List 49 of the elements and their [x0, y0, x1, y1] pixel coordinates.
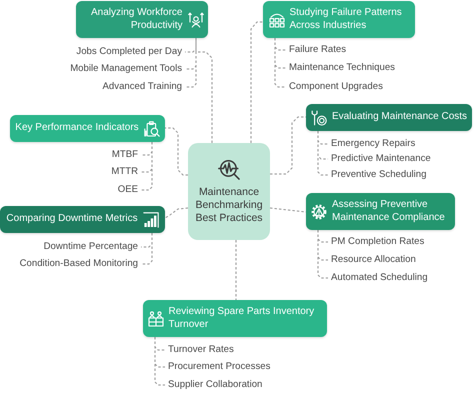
dashed-connector — [154, 336, 166, 386]
list-item-text: Failure Rates — [289, 44, 346, 56]
center-title: Maintenance Benchmarking Best Practices — [194, 186, 264, 225]
list-item-text: MTTR — [111, 166, 138, 178]
dashed-connector — [184, 38, 196, 88]
topic-title: Analyzing Workforce Productivity — [90, 7, 182, 32]
list-item-text: Predictive Maintenance — [331, 153, 431, 165]
dashed-connector — [318, 230, 328, 278]
topic-box — [10, 115, 165, 142]
list-item-text: Advanced Training — [102, 81, 182, 93]
dashed-connector — [270, 208, 306, 212]
topic-title: Comparing Downtime Metrics — [6, 213, 138, 226]
topic-title: Assessing Preventive Maintenance Compliance — [332, 199, 446, 224]
list-item-text: Procurement Processes — [168, 361, 270, 373]
list-item-text: Turnover Rates — [168, 344, 234, 356]
dashed-connector — [274, 38, 286, 88]
list-item-text: Maintenance Techniques — [289, 62, 395, 74]
list-item-text: OEE — [118, 184, 138, 196]
dashed-connector — [140, 232, 152, 264]
list-item-text: Component Upgrades — [289, 81, 383, 93]
dashed-connector — [164, 208, 188, 218]
dashed-connector — [164, 128, 188, 176]
dashed-connector — [270, 116, 306, 174]
list-item-text: Jobs Completed per Day — [76, 46, 182, 58]
topic-title: Evaluating Maintenance Costs — [332, 111, 468, 124]
topic-title: Key Performance Indicators — [15, 122, 139, 135]
list-item-text: Automated Scheduling — [331, 272, 428, 284]
list-item-text: Preventive Scheduling — [331, 169, 426, 181]
topic-title: Reviewing Spare Parts Inventory Turnover — [168, 306, 316, 331]
list-item-text: Downtime Percentage — [44, 241, 138, 253]
list-item-text: PM Completion Rates — [331, 236, 424, 248]
list-item-text: Condition-Based Monitoring — [20, 258, 138, 270]
topic-box — [76, 1, 208, 38]
list-item-text: Resource Allocation — [331, 254, 416, 266]
topic-box — [306, 193, 455, 230]
topic-box — [0, 206, 165, 233]
list-item-text: Mobile Management Tools — [70, 63, 182, 75]
topic-box — [143, 300, 327, 337]
topic-box — [306, 104, 472, 131]
topic-box — [263, 1, 415, 38]
list-item-text: Supplier Collaboration — [168, 379, 262, 391]
dashed-connector — [140, 142, 152, 190]
list-item-text: MTBF — [112, 149, 138, 161]
topic-title: Studying Failure Patterns Across Industries — [290, 7, 403, 32]
dashed-connector — [318, 130, 328, 176]
dashed-connector — [196, 38, 212, 144]
center-box — [188, 143, 270, 240]
dashed-connector — [250, 22, 264, 144]
list-item-text: Emergency Repairs — [331, 138, 416, 150]
